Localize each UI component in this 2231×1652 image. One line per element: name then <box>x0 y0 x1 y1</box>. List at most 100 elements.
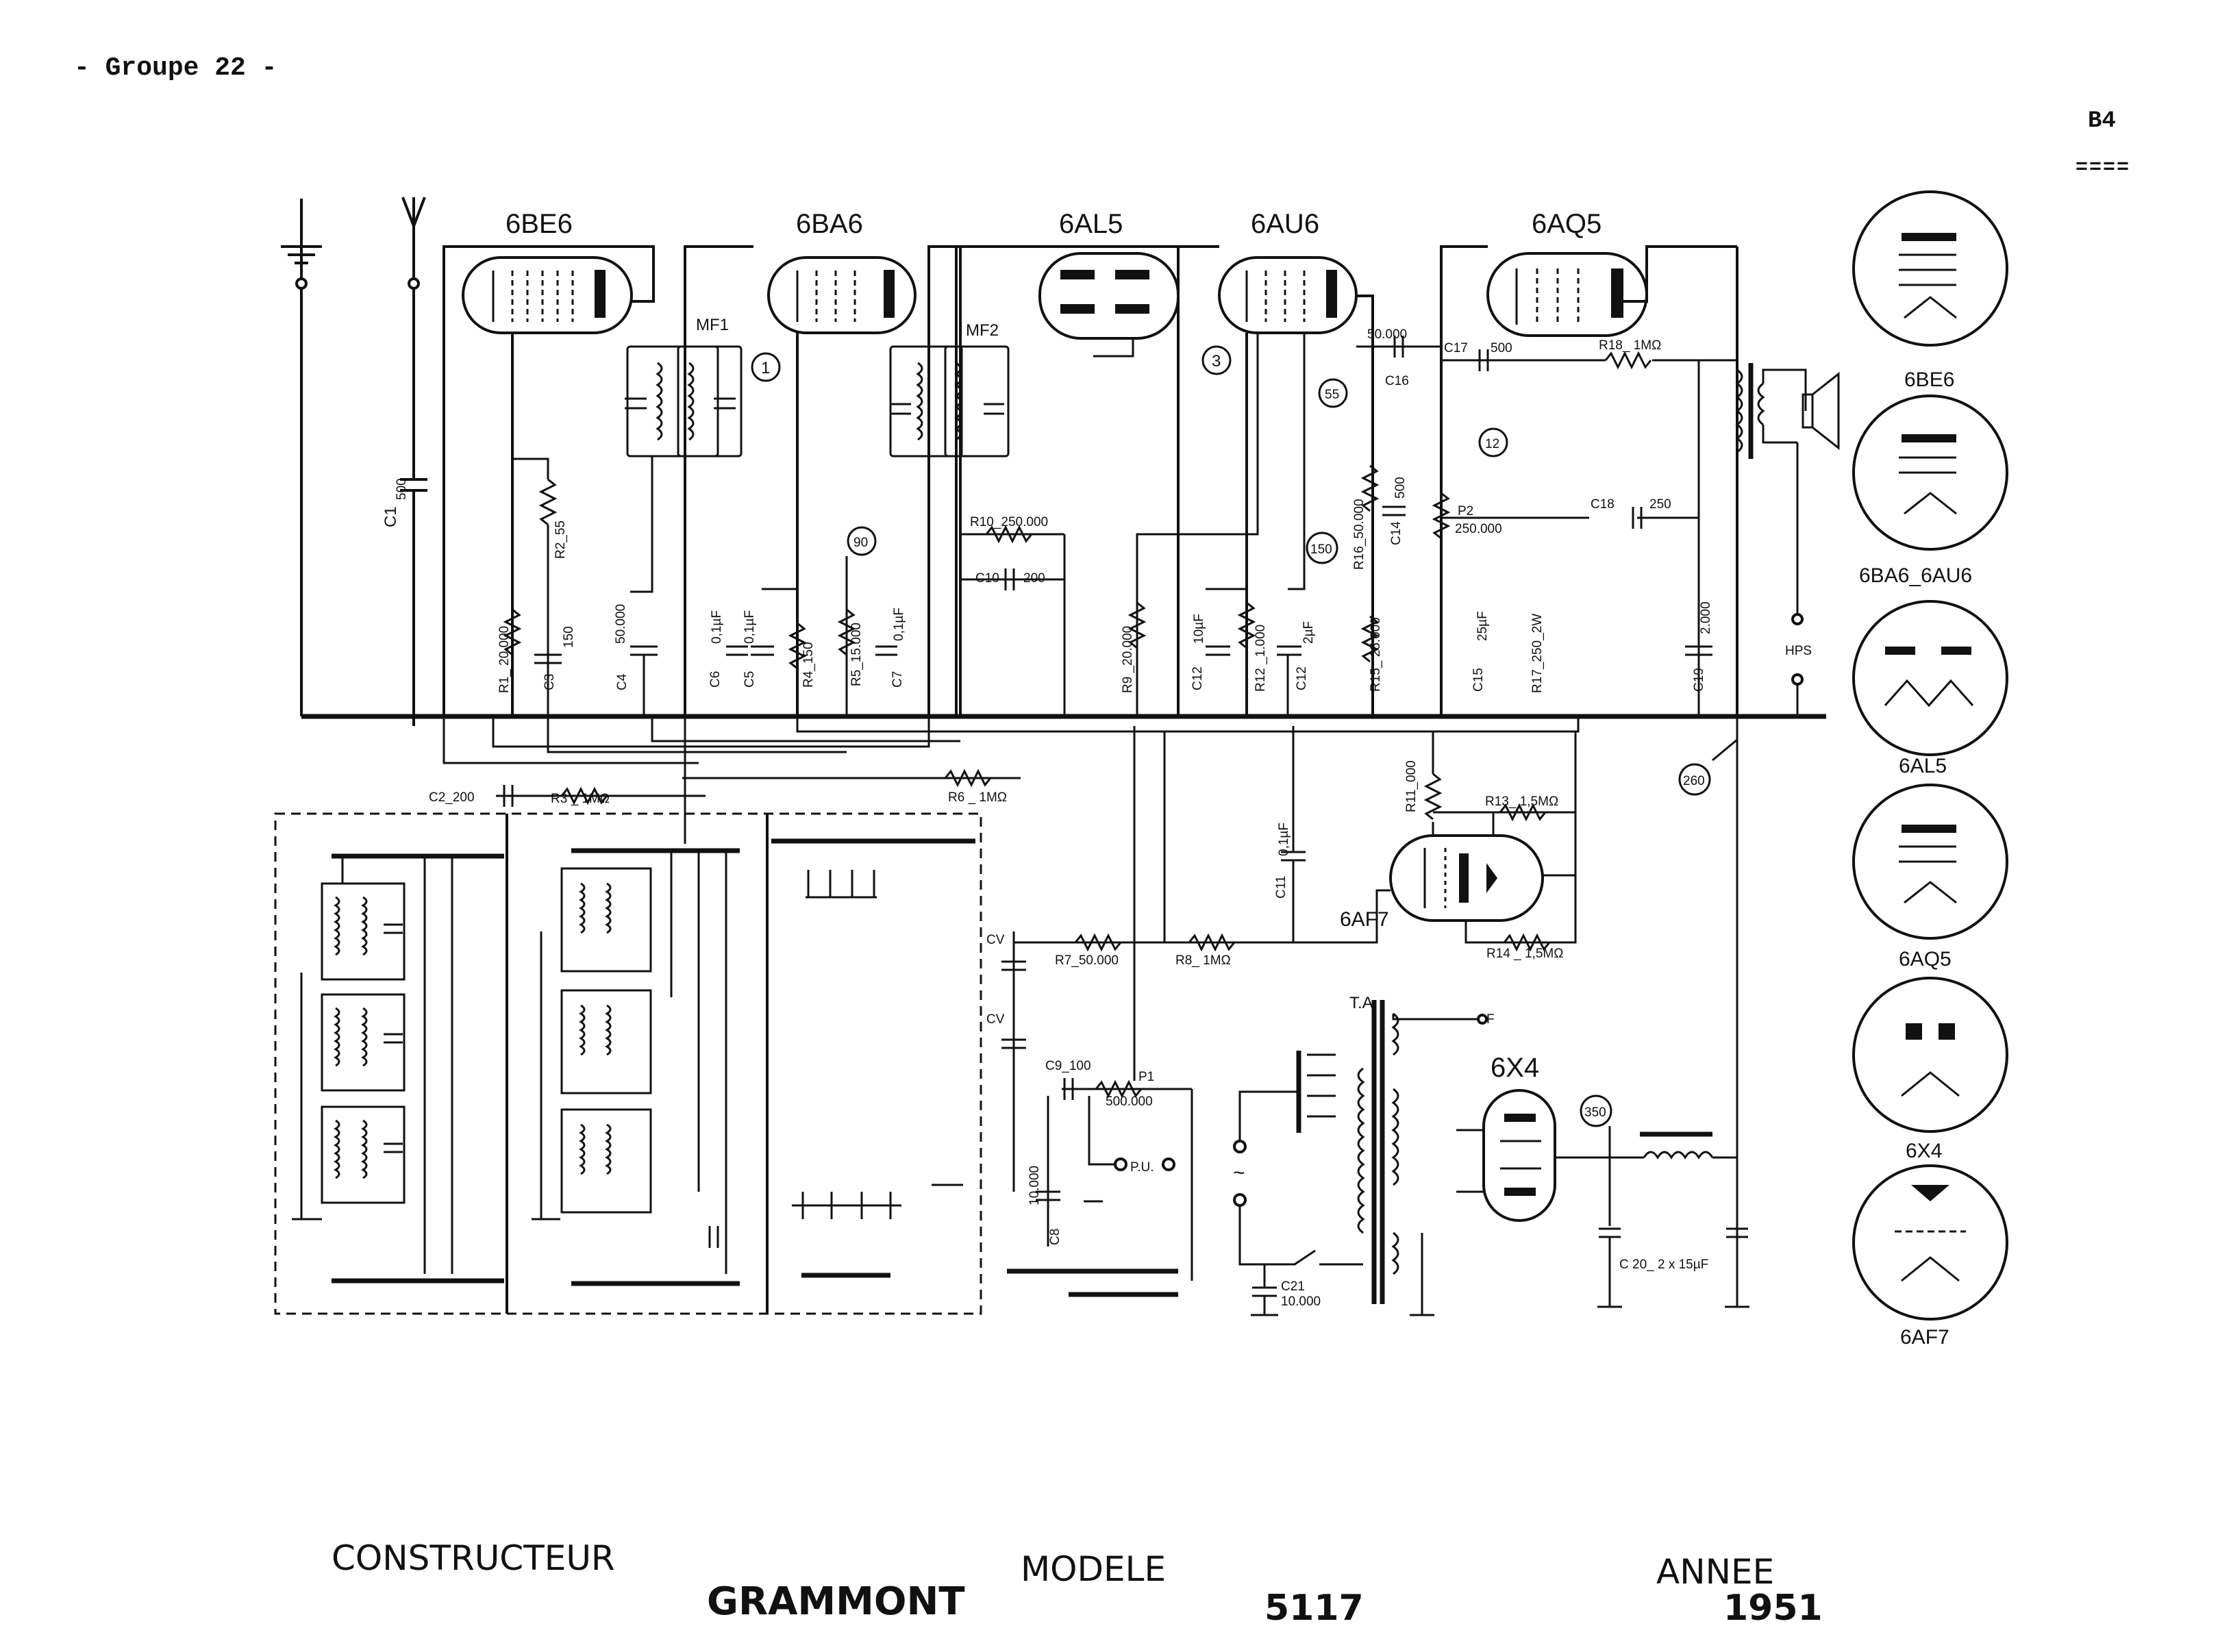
rf-coil-block <box>274 812 982 1315</box>
page-code: B4 <box>2088 108 2116 134</box>
oscillator-coils-1 <box>292 856 453 1274</box>
wire-6ba6-plate <box>927 245 962 716</box>
wire-6be6-plate <box>443 245 655 716</box>
socket-label-6al5: 6AL5 <box>1899 755 1947 777</box>
mains-transformer-label: T.A. <box>1349 994 1378 1012</box>
c11-value: 0,1µF <box>1277 823 1291 856</box>
if1-label: MF1 <box>696 316 729 334</box>
if-transformer-2 <box>889 345 1010 458</box>
c11-label: C11 <box>1274 876 1288 899</box>
mains-symbol: ~ <box>1233 1162 1245 1184</box>
c18-value: 250 <box>1649 497 1671 512</box>
wire-bus-lower-1 <box>443 716 699 764</box>
socket-diagram-6x4 <box>1852 977 2008 1133</box>
c21-label: C21 <box>1281 1279 1305 1294</box>
c12a-label: C12 <box>1191 666 1205 690</box>
r4-label: R4_150 <box>801 642 816 688</box>
r14-label: R14 _ 1,5MΩ <box>1486 947 1563 961</box>
c3-label: C3 <box>543 674 557 690</box>
r12-label: R12 _1.000 <box>1254 625 1268 692</box>
c19-value: 2.000 <box>1699 601 1713 634</box>
tube-6au6 <box>1218 256 1358 334</box>
svg-text:12: 12 <box>1485 437 1499 451</box>
pu-label: P.U. <box>1130 1160 1154 1175</box>
socket-label-6aq5: 6AQ5 <box>1899 948 1952 971</box>
annee-label: ANNEE <box>1656 1552 1775 1592</box>
c4-value: 50.000 <box>614 604 628 644</box>
voltage-marker-1: 1 <box>751 352 781 382</box>
p1-value: 500.000 <box>1106 1094 1153 1109</box>
tube-6x4 <box>1456 1089 1610 1222</box>
mains-transformer <box>1233 1000 1488 1316</box>
fuse-label: F <box>1486 1012 1495 1027</box>
c10-value: 200 <box>1023 571 1045 586</box>
svg-text:350: 350 <box>1584 1105 1606 1120</box>
socket-diagram-6ba6-6au6 <box>1852 395 2008 551</box>
if2-label: MF2 <box>966 321 999 340</box>
tube-label-6be6: 6BE6 <box>506 209 573 239</box>
voltage-marker-12: 12 <box>1478 427 1508 458</box>
tube-6al5 <box>1038 252 1180 340</box>
network-coupling <box>1356 336 1737 716</box>
wire-6au6-plate <box>1356 295 1374 716</box>
wire-bus-lower-4 <box>651 716 960 742</box>
c11-capacitor <box>1281 726 1306 942</box>
tube-label-6aq5: 6AQ5 <box>1532 209 1601 239</box>
r18-label: R18_ 1MΩ <box>1599 338 1661 353</box>
wire-6al5-frame <box>955 245 1180 716</box>
c5-label: C5 <box>743 671 757 688</box>
svg-text:150: 150 <box>1310 542 1332 557</box>
wire-b-plus-1 <box>684 245 753 716</box>
svg-text:90: 90 <box>853 536 868 550</box>
svg-text:55: 55 <box>1325 388 1339 402</box>
r1-label: R1_ 20.000 <box>497 626 512 693</box>
modele-value: 5117 <box>1264 1588 1364 1629</box>
c2-label: C2_200 <box>429 790 475 805</box>
c14-label: C14 <box>1389 521 1404 545</box>
c15-label: C15 <box>1471 668 1486 692</box>
voltage-marker-90: 90 <box>847 526 877 556</box>
c8-value: 10.000 <box>1027 1166 1042 1205</box>
c7-value: 0,1µF <box>892 608 906 641</box>
socket-label-6x4: 6X4 <box>1906 1140 1942 1162</box>
socket-label-6be6: 6BE6 <box>1904 368 1954 391</box>
cv-label-1: CV <box>986 933 1005 947</box>
c14-value: 500 <box>1393 477 1408 499</box>
network-6ba6 <box>726 333 897 716</box>
wavechange-switch-2 <box>571 848 740 1286</box>
r7-label: R7_50.000 <box>1055 953 1119 968</box>
r17-label: R17_250_2W <box>1530 614 1545 693</box>
c3-value: 150 <box>562 626 576 648</box>
r13-label: R13_ 1,5MΩ <box>1485 794 1558 809</box>
wire-6aq5-g1 <box>1440 245 1488 716</box>
voltage-marker-260: 260 <box>1678 763 1711 796</box>
filter-network <box>1597 1126 1749 1308</box>
audio-network <box>1007 726 1301 1297</box>
wire-6aq5-plate <box>1623 245 1737 303</box>
socket-diagram-6al5 <box>1852 600 2008 756</box>
socket-diagram-6aq5 <box>1852 784 2008 940</box>
wire-bus-lower-5 <box>796 716 1580 733</box>
c2-r3-network <box>496 768 1021 807</box>
p2-value: 250.000 <box>1455 522 1502 536</box>
c4-label: C4 <box>615 673 630 690</box>
rf-coils-2 <box>532 851 727 1274</box>
c6-value: 0,1µF <box>710 610 724 644</box>
r6-label: R6 _ 1MΩ <box>948 790 1007 805</box>
antenna-terminal <box>400 197 427 726</box>
output-transformer <box>1735 363 1807 459</box>
p1-label: P1 <box>1138 1070 1154 1084</box>
c7-label: C7 <box>890 671 905 688</box>
socket-diagram-6af7 <box>1852 1164 2008 1321</box>
c18-label: C18 <box>1591 497 1615 512</box>
c19-label: C19 <box>1692 668 1706 692</box>
r9-label: R9 _20.000 <box>1121 626 1135 693</box>
tube-6af7 <box>1301 731 1577 952</box>
earth-terminal <box>281 199 322 716</box>
tube-label-6ba6: 6BA6 <box>796 209 863 239</box>
c12b-value: 2µF <box>1301 621 1316 644</box>
network-c4 <box>630 456 658 716</box>
modele-label: MODELE <box>1021 1549 1167 1589</box>
r15-label: R15_ 25.000 <box>1369 617 1383 692</box>
